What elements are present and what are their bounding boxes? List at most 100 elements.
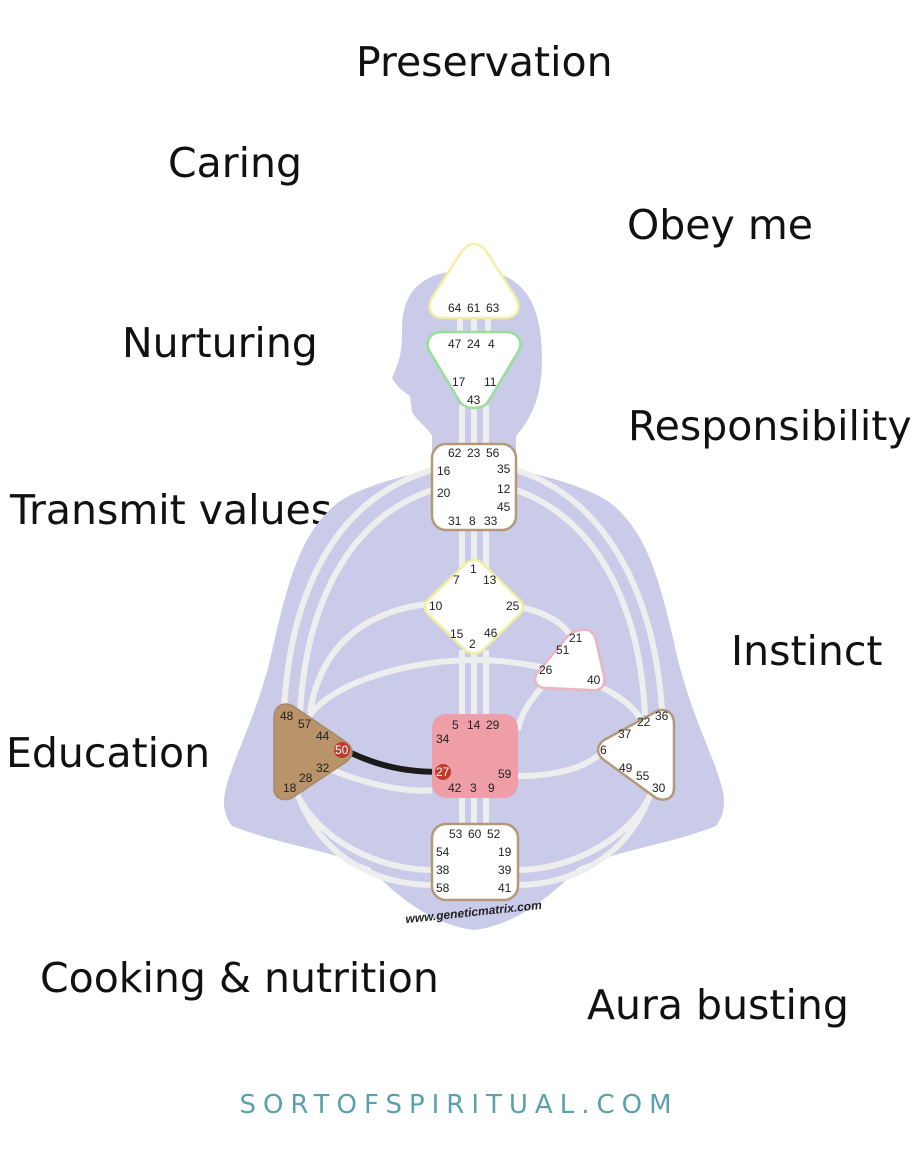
gate-62: 62 [448, 446, 462, 460]
gate-32: 32 [316, 761, 330, 775]
footer-site-name: SORTOFSPIRITUAL.COM [239, 1090, 679, 1120]
sacral-shape [432, 714, 518, 798]
gate-35: 35 [497, 462, 511, 476]
ego-shape [534, 628, 606, 692]
gate-37: 37 [618, 727, 632, 741]
channel-throat-spleen-inner [297, 487, 433, 716]
gate-30: 30 [652, 781, 666, 795]
gate-20: 20 [437, 486, 451, 500]
label-preservation: Preservation [356, 38, 613, 86]
gate-36: 36 [655, 709, 669, 723]
gate-6: 6 [600, 743, 607, 757]
gate-38: 38 [436, 863, 450, 877]
label-cooking-nutrition: Cooking & nutrition [40, 954, 439, 1002]
gate-14: 14 [467, 718, 481, 732]
label-education: Education [6, 729, 211, 777]
gate-47: 47 [448, 337, 462, 351]
gate-13: 13 [483, 573, 497, 587]
gate-57: 57 [298, 717, 312, 731]
gate-33: 33 [484, 514, 498, 528]
center-g: 1 7 13 10 25 15 46 2 [423, 558, 525, 655]
gate-64: 64 [448, 301, 462, 315]
root-shape [430, 822, 520, 902]
channel-solar-root-2 [517, 789, 655, 888]
gate-40: 40 [587, 673, 601, 687]
channel-throat-spleen-outer [281, 467, 433, 711]
gate-9: 9 [488, 781, 495, 795]
gate-63: 63 [486, 301, 500, 315]
gate-28: 28 [299, 771, 313, 785]
gate-25: 25 [506, 599, 520, 613]
center-spleen: 48 57 44 50 32 28 18 [273, 703, 353, 801]
gate-27-marker [435, 764, 451, 780]
channel-spleen-sacral-lower [330, 767, 433, 794]
g-shape [423, 558, 525, 655]
channel-solar-root-1 [517, 798, 651, 873]
gate-21: 21 [569, 631, 583, 645]
gate-43: 43 [467, 393, 481, 407]
gate-48: 48 [280, 709, 294, 723]
gate-49: 49 [619, 761, 633, 775]
gate-5: 5 [452, 718, 459, 732]
gate-39: 39 [498, 863, 512, 877]
gate-7: 7 [453, 573, 460, 587]
channel-spleen-root-2 [293, 789, 433, 888]
head-shape [428, 242, 520, 320]
gate-11: 11 [484, 375, 497, 389]
gate-24: 24 [467, 337, 481, 351]
gate-50: 50 [335, 743, 349, 757]
gate-8: 8 [469, 514, 476, 528]
gate-29: 29 [486, 718, 500, 732]
center-ajna: 47 24 4 17 11 43 [426, 330, 522, 410]
gate-34: 34 [436, 732, 450, 746]
center-sacral: 5 14 29 34 27 59 42 3 9 [432, 714, 518, 798]
gate-59: 59 [498, 767, 512, 781]
gate-42: 42 [448, 781, 462, 795]
gate-46: 46 [484, 626, 498, 640]
channel-spleen-root-1 [297, 798, 433, 873]
gate-50-marker [334, 742, 350, 758]
gate-44: 44 [316, 729, 330, 743]
channel-throat-solar-inner [514, 487, 648, 716]
gate-19: 19 [498, 845, 512, 859]
gate-56: 56 [486, 446, 500, 460]
gate-18: 18 [283, 781, 297, 795]
center-throat: 62 23 56 16 35 20 12 45 31 8 33 [430, 442, 518, 532]
gate-55: 55 [636, 769, 650, 783]
gate-2: 2 [469, 637, 476, 651]
channel-ajna-throat [459, 405, 489, 446]
spleen-shape [273, 703, 353, 801]
gate-51: 51 [556, 643, 570, 657]
throat-shape [430, 442, 518, 532]
gate-52: 52 [487, 827, 501, 841]
gate-16: 16 [437, 464, 451, 478]
gate-58: 58 [436, 881, 450, 895]
gate-31: 31 [448, 514, 462, 528]
gate-60: 60 [468, 827, 482, 841]
gate-41: 41 [498, 881, 512, 895]
channel-ellipse [297, 656, 651, 743]
gate-3: 3 [470, 781, 477, 795]
gate-26: 26 [539, 663, 553, 677]
label-obey-me: Obey me [627, 201, 813, 249]
gate-27: 27 [436, 765, 450, 779]
channel-throat-solar-outer [515, 467, 665, 711]
solar-plexus-shape [596, 708, 676, 801]
center-root: 53 60 52 54 19 38 39 58 41 [430, 822, 520, 902]
label-responsibility: Responsibility [628, 402, 912, 450]
center-head: 64 61 63 [428, 242, 520, 320]
gate-53: 53 [449, 827, 463, 841]
gate-23: 23 [467, 446, 481, 460]
gate-45: 45 [497, 500, 511, 514]
channel-g-spleen [307, 601, 429, 713]
label-nurturing: Nurturing [122, 319, 318, 367]
gate-4: 4 [488, 337, 495, 351]
label-transmit-values: Transmit values [10, 486, 333, 534]
gate-12: 12 [497, 482, 511, 496]
gate-17: 17 [452, 375, 466, 389]
gate-54: 54 [436, 845, 450, 859]
label-instinct: Instinct [731, 627, 883, 675]
label-aura-busting: Aura busting [587, 981, 849, 1029]
